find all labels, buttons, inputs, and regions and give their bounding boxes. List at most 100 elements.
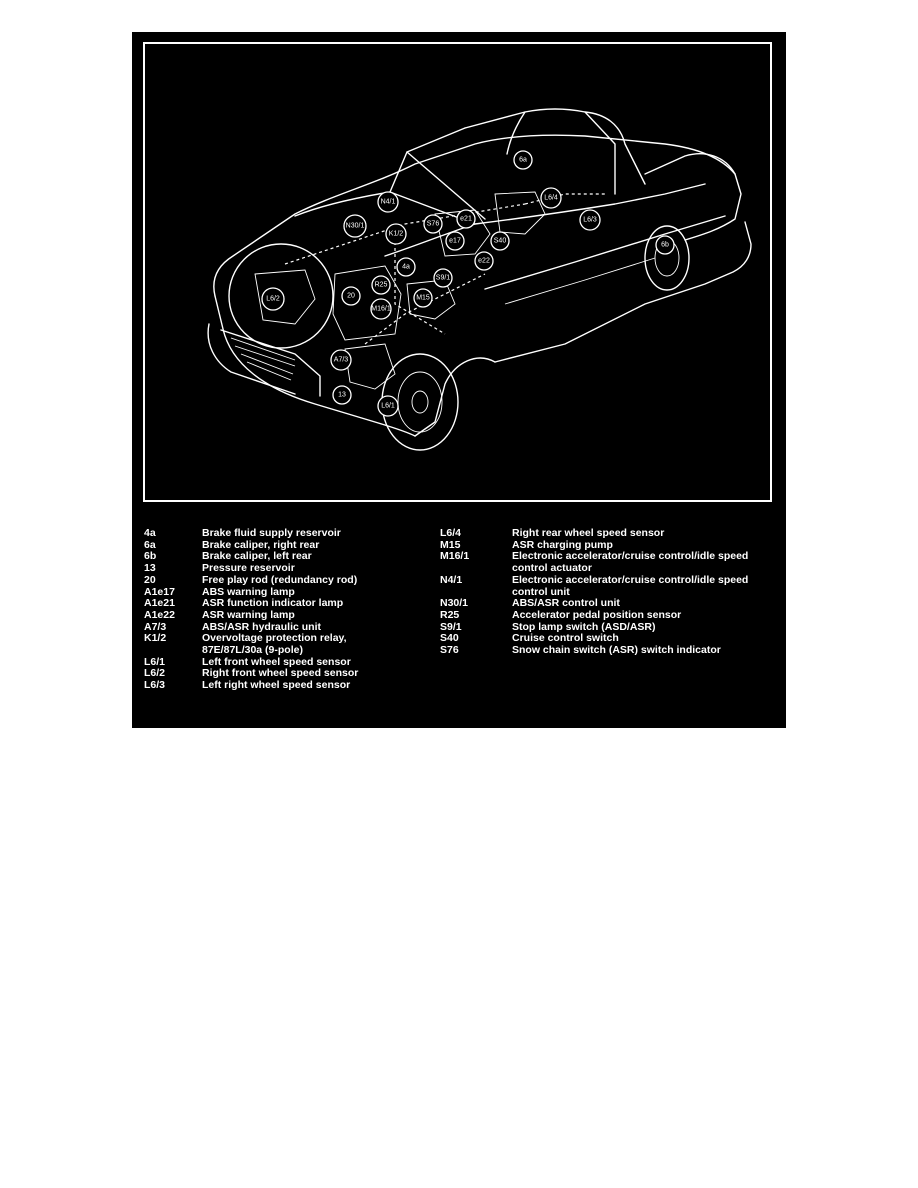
legend-row: A7/3 ABS/ASR hydraulic unit	[144, 620, 434, 634]
svg-text:N30/1: N30/1	[346, 223, 365, 230]
legend-code: R25	[440, 608, 460, 621]
svg-text:L6/1: L6/1	[381, 403, 395, 410]
legend-row: 4a Brake fluid supply reservoir	[144, 527, 434, 540]
legend-code: A1e22	[144, 608, 175, 621]
svg-text:M15: M15	[416, 295, 430, 302]
legend-row: N30/1 ABS/ASR control unit	[440, 598, 776, 610]
callout-L6-4: L6/4	[540, 187, 562, 209]
diagram-panel: 6a N4/1 L6/4 L6/3 N30/1 S76 e21 K1/2 e17…	[132, 32, 786, 728]
svg-text:N4/1: N4/1	[381, 199, 396, 206]
legend-code: L6/3	[144, 679, 166, 692]
callout-L6-2: L6/2	[261, 287, 285, 311]
callout-e17: e17	[445, 231, 465, 251]
legend-code: A1e21	[144, 597, 175, 610]
legend-description: Brake caliper, right rear	[202, 538, 320, 551]
legend-description: Cruise control switch	[512, 632, 619, 645]
svg-text:e21: e21	[460, 216, 472, 223]
legend-code: 6a	[144, 538, 156, 551]
legend-code: N4/1	[440, 573, 463, 586]
legend-code: L6/2	[144, 667, 166, 680]
legend-code: 4a	[144, 527, 156, 539]
legend-code: 13	[144, 562, 156, 575]
car-outline	[207, 108, 752, 451]
legend-description: Electronic accelerator/cruise control/id…	[512, 550, 749, 563]
svg-text:e22: e22	[478, 258, 490, 265]
legend-code	[144, 645, 202, 657]
callout-N4-1: N4/1	[377, 191, 399, 213]
legend-code: K1/2	[144, 632, 167, 645]
legend-description: Right rear wheel speed sensor	[512, 527, 665, 539]
legend-code: M15	[440, 538, 461, 551]
legend-description: Brake caliper, left rear	[202, 550, 312, 563]
callout-e22: e22	[474, 251, 494, 271]
legend-code: L6/1	[144, 655, 166, 668]
legend-description: Stop lamp switch (ASD/ASR)	[512, 620, 656, 633]
legend-row-continuation: control unit	[440, 585, 776, 599]
legend-description: Electronic accelerator/cruise control/id…	[512, 573, 749, 586]
callout-L6-3: L6/3	[579, 209, 601, 231]
callout-20: 20	[341, 286, 361, 306]
legend-description: Brake fluid supply reservoir	[202, 527, 341, 539]
legend-description: Left right wheel speed sensor	[202, 679, 351, 692]
legend-description: control actuator	[512, 562, 592, 575]
callout-13: 13	[332, 385, 352, 405]
legend-row: L6/4 Right rear wheel speed sensor	[440, 527, 776, 540]
legend-code: 6b	[144, 550, 157, 563]
legend-description: control unit	[512, 585, 570, 598]
legend-row: 6a Brake caliper, right rear	[144, 538, 434, 552]
callout-L6-1: L6/1	[377, 395, 399, 417]
svg-text:S76: S76	[427, 221, 440, 228]
legend-row: R25 Accelerator pedal position sensor	[440, 608, 776, 622]
svg-text:6a: 6a	[519, 157, 527, 164]
callout-M16-1: M16/1	[370, 298, 392, 320]
illustration-frame: 6a N4/1 L6/4 L6/3 N30/1 S76 e21 K1/2 e17…	[143, 42, 772, 502]
callout-A7-3: A7/3	[330, 349, 352, 371]
legend-row: N4/1 Electronic accelerator/cruise contro…	[440, 573, 776, 587]
callout-K1-2: K1/2	[385, 223, 407, 245]
callout-S40: S40	[490, 231, 510, 251]
svg-text:13: 13	[338, 392, 346, 399]
svg-text:6b: 6b	[661, 242, 669, 249]
legend-row-continuation: control actuator	[440, 562, 776, 575]
svg-text:4a: 4a	[402, 264, 410, 271]
legend-row: L6/2 Right front wheel speed sensor	[144, 668, 434, 680]
svg-text:20: 20	[347, 293, 355, 300]
legend-description: Pressure reservoir	[202, 562, 295, 575]
legend-row-continuation: 87E/87L/30a (9-pole)	[144, 644, 434, 657]
legend-code: S40	[440, 632, 459, 645]
svg-text:K1/2: K1/2	[389, 231, 404, 238]
legend-row: L6/3 Left right wheel speed sensor	[144, 679, 434, 692]
legend-description: ABS/ASR control unit	[512, 597, 620, 610]
legend-description: ABS warning lamp	[202, 585, 295, 598]
svg-text:S9/1: S9/1	[436, 275, 451, 282]
legend-code: 20	[144, 573, 156, 586]
legend-code: N30/1	[440, 597, 469, 610]
legend-description: Accelerator pedal position sensor	[512, 608, 682, 621]
svg-text:R25: R25	[375, 282, 388, 289]
legend-code: M16/1	[440, 550, 470, 563]
legend-description: Snow chain switch (ASR) switch indicator	[512, 644, 721, 657]
car-illustration: 6a N4/1 L6/4 L6/3 N30/1 S76 e21 K1/2 e17…	[207, 108, 752, 451]
legend-description: ASR function indicator lamp	[202, 597, 344, 610]
svg-text:L6/2: L6/2	[266, 296, 280, 303]
legend-description: Free play rod (redundancy rod)	[202, 573, 358, 586]
legend-description: Right front wheel speed sensor	[202, 667, 359, 680]
svg-text:L6/4: L6/4	[544, 195, 558, 202]
legend-description: ABS/ASR hydraulic unit	[202, 620, 322, 633]
legend-code: L6/4	[440, 527, 462, 539]
callout-R25: R25	[371, 275, 391, 295]
callout-6b: 6b	[655, 235, 675, 255]
svg-text:L6/3: L6/3	[583, 217, 597, 224]
svg-text:S40: S40	[494, 238, 507, 245]
svg-text:M16/1: M16/1	[371, 306, 391, 313]
svg-text:e17: e17	[449, 238, 461, 245]
legend-code: A7/3	[144, 620, 167, 633]
